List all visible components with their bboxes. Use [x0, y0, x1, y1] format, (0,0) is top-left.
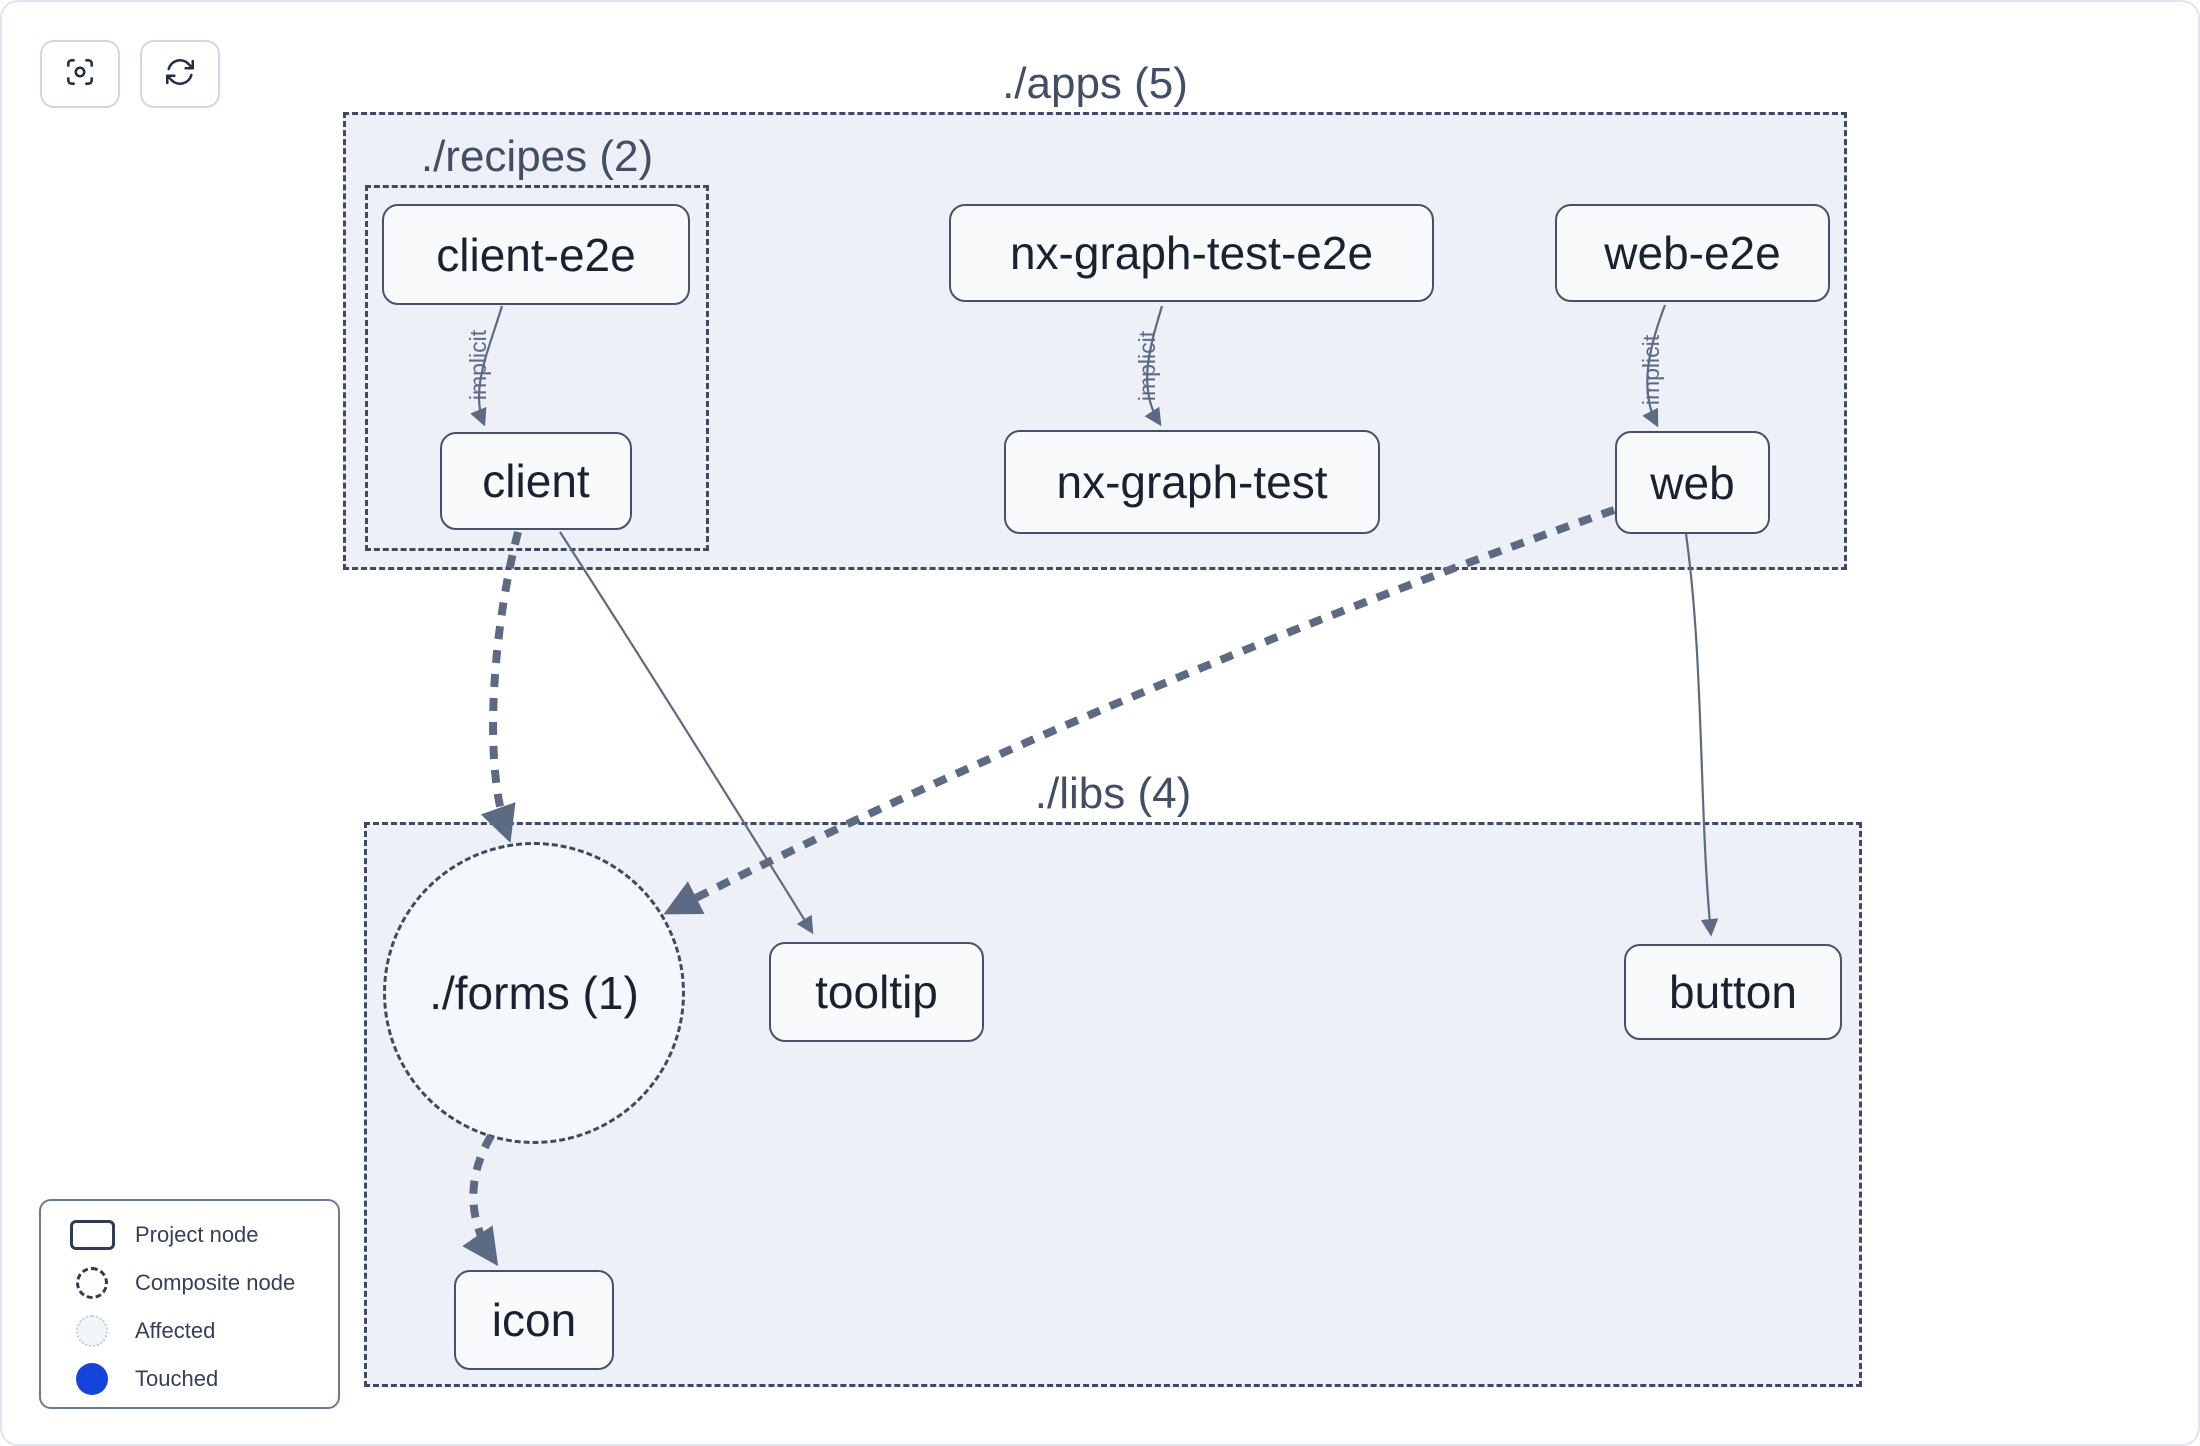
group-recipes-label[interactable]: ./recipes (2): [420, 132, 654, 181]
node-icon[interactable]: icon: [454, 1270, 614, 1370]
focus-graph-button[interactable]: [40, 40, 120, 108]
node-nx-graph-test-label: nx-graph-test: [1056, 456, 1328, 508]
node-nx-graph-test-e2e[interactable]: nx-graph-test-e2e: [949, 204, 1434, 302]
node-web-e2e[interactable]: web-e2e: [1555, 204, 1830, 302]
legend-label: Composite node: [135, 1270, 296, 1295]
node-button[interactable]: button: [1624, 944, 1842, 1040]
legend-label: Project node: [135, 1222, 259, 1247]
node-icon-label: icon: [491, 1294, 577, 1346]
node-nx-graph-test[interactable]: nx-graph-test: [1004, 430, 1380, 534]
legend-row-touched: Touched: [69, 1362, 338, 1396]
composite-node-swatch-icon: [69, 1267, 115, 1299]
legend-row-composite-node: Composite node: [69, 1266, 338, 1300]
viewfinder-icon: [63, 55, 97, 94]
refresh-graph-button[interactable]: [140, 40, 220, 108]
node-client-label: client: [482, 455, 590, 507]
legend-row-affected: Affected: [69, 1314, 338, 1348]
node-tooltip[interactable]: tooltip: [769, 942, 984, 1042]
node-client-e2e[interactable]: client-e2e: [382, 204, 690, 305]
project-node-swatch-icon: [69, 1220, 115, 1250]
composite-node-forms-label: ./forms (1): [429, 967, 639, 1019]
node-tooltip-label: tooltip: [815, 966, 938, 1018]
node-client-e2e-label: client-e2e: [436, 228, 636, 281]
node-nx-graph-test-e2e-label: nx-graph-test-e2e: [1009, 227, 1374, 279]
node-button-label: button: [1669, 966, 1797, 1018]
legend: Project node Composite node Affected Tou…: [39, 1199, 340, 1409]
node-client[interactable]: client: [440, 432, 632, 530]
node-web-label: web: [1650, 456, 1735, 509]
legend-row-project-node: Project node: [69, 1218, 338, 1252]
legend-label: Affected: [135, 1318, 216, 1343]
node-web[interactable]: web: [1615, 431, 1770, 534]
legend-label: Touched: [135, 1366, 219, 1391]
group-libs-label[interactable]: ./libs (4): [1034, 769, 1192, 818]
refresh-icon: [163, 55, 197, 94]
composite-node-forms[interactable]: ./forms (1): [383, 842, 685, 1144]
group-apps-label[interactable]: ./apps (5): [1002, 59, 1188, 108]
affected-swatch-icon: [69, 1315, 115, 1347]
node-web-e2e-label: web-e2e: [1604, 227, 1781, 279]
touched-swatch-icon: [69, 1363, 115, 1395]
